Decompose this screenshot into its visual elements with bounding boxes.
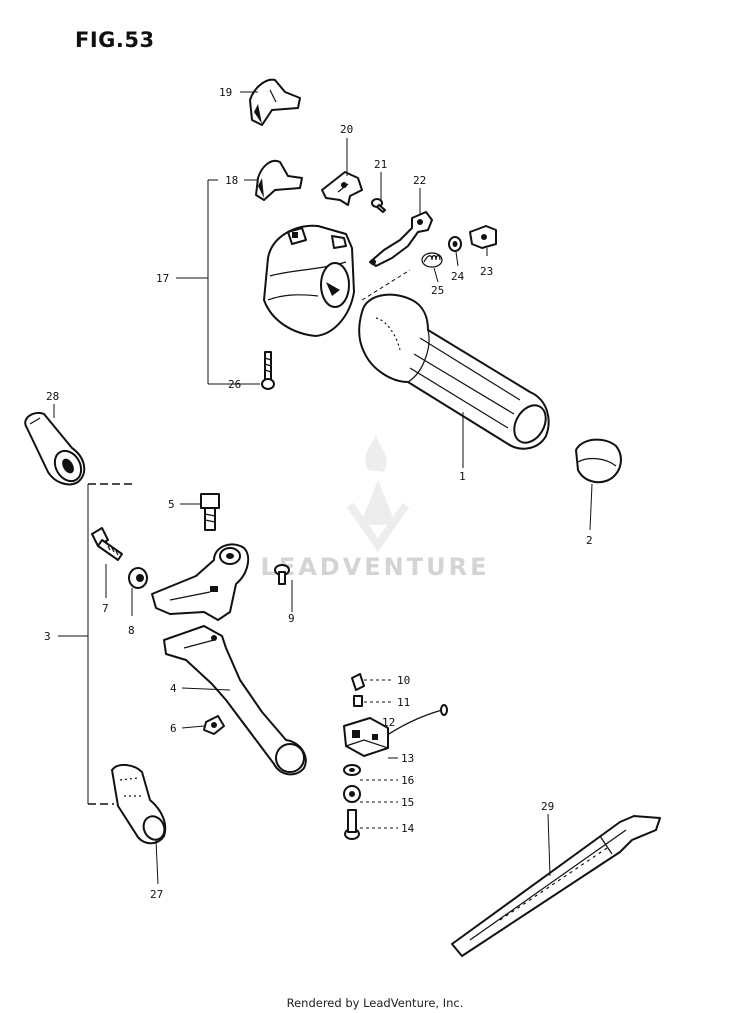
callout-11: 11: [397, 696, 410, 709]
callout-22: 22: [413, 174, 426, 187]
callout-10: 10: [397, 674, 410, 687]
part-21-screw: [371, 198, 386, 213]
watermark-logo-icon: [346, 435, 410, 552]
part-23-block: [469, 225, 497, 249]
callout-20: 20: [340, 123, 353, 136]
part-20-guide: [321, 171, 363, 206]
part-lever-bracket: [151, 543, 250, 621]
callout-8: 8: [128, 624, 135, 637]
callout-14: 14: [401, 822, 415, 835]
callout-28: 28: [46, 390, 59, 403]
callout-9: 9: [288, 612, 295, 625]
part-18-cap: [255, 159, 303, 201]
part-9-bolt: [274, 564, 290, 585]
part-5-bolt: [200, 493, 220, 531]
callout-23: 23: [480, 265, 493, 278]
part-7-bolt: [91, 527, 123, 561]
figure-title: FIG.53: [75, 28, 155, 52]
watermark-text: LEADVENTURE: [261, 553, 490, 581]
callout-24: 24: [451, 270, 465, 283]
callout-21: 21: [374, 158, 387, 171]
callout-16: 16: [401, 774, 414, 787]
callout-12: 12: [382, 716, 395, 729]
callout-19: 19: [219, 86, 232, 99]
part-25-spring: [421, 252, 443, 268]
part-22-bracket: [369, 211, 433, 267]
callout-7: 7: [102, 602, 109, 615]
callout-27: 27: [150, 888, 163, 901]
part-14-screw: [344, 809, 360, 840]
part-10-cable-end: [351, 673, 365, 691]
part-1-grip: [358, 293, 550, 450]
part-29-strap: [451, 815, 661, 957]
callout-26: 26: [228, 378, 241, 391]
part-13-switch: [343, 717, 389, 757]
part-19-cap: [249, 78, 301, 126]
part-24-washer: [448, 236, 462, 252]
part-15-washer: [343, 785, 361, 803]
callout-5: 5: [168, 498, 175, 511]
part-17-throttle-housing: [263, 224, 355, 337]
part-11-pin: [353, 695, 363, 707]
part-4-lever: [163, 625, 307, 776]
callout-1: 1: [459, 470, 466, 483]
part-27-cover: [111, 764, 167, 845]
leader-lines: [53, 91, 593, 885]
part-26-screw: [261, 351, 275, 390]
part-28-boot: [24, 412, 86, 486]
footer-credit: Rendered by LeadVenture, Inc.: [286, 996, 464, 1010]
callout-13: 13: [401, 752, 414, 765]
callout-3: 3: [44, 630, 51, 643]
callout-4: 4: [170, 682, 177, 695]
part-6-clip: [203, 715, 225, 735]
part-2-end-cap: [575, 438, 622, 484]
part-16-washer: [343, 764, 361, 776]
part-8-nut: [128, 567, 148, 589]
callout-15: 15: [401, 796, 414, 809]
callout-18: 18: [225, 174, 238, 187]
callout-17: 17: [156, 272, 169, 285]
callout-6: 6: [170, 722, 177, 735]
callout-29: 29: [541, 800, 554, 813]
callout-25: 25: [431, 284, 444, 297]
callout-2: 2: [586, 534, 593, 547]
